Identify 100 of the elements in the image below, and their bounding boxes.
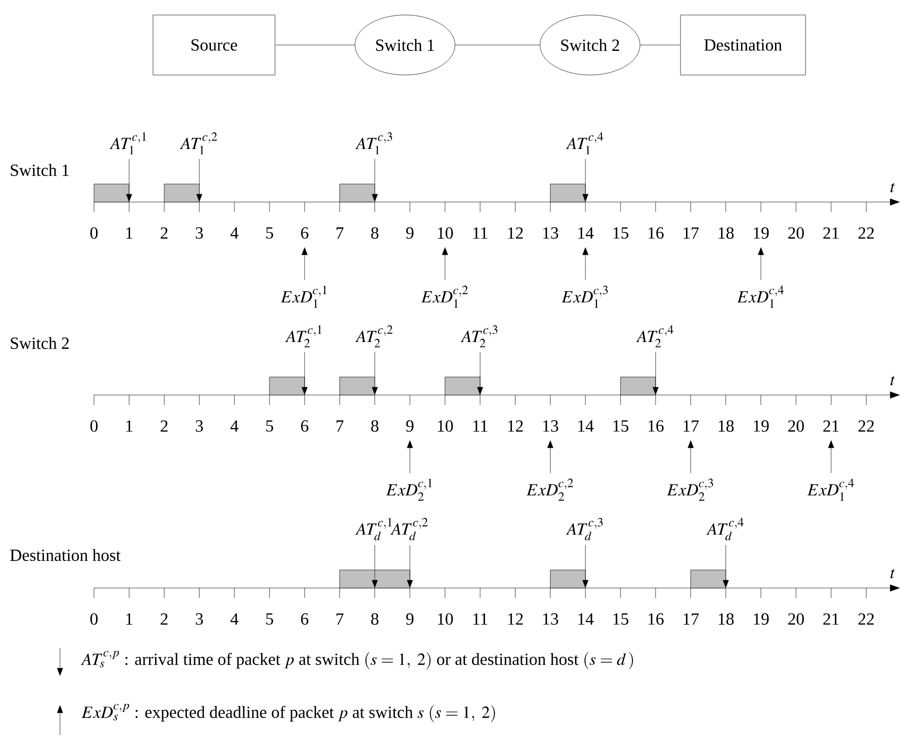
tick-label: 18 <box>718 420 734 432</box>
tick-label: 3 <box>196 420 203 432</box>
tick-label: 6 <box>301 613 308 625</box>
tick-label: 20 <box>788 227 804 239</box>
connector-line <box>640 44 680 46</box>
tick-label: 21 <box>823 420 839 432</box>
tick-label: 6 <box>301 420 308 432</box>
tick-label: 15 <box>614 227 628 239</box>
deadline-label: $ExD_2^{c,1}$ <box>386 478 432 501</box>
axis-label: $t$ <box>890 568 895 578</box>
tick-label: 9 <box>406 420 414 432</box>
tick-label: 14 <box>578 420 594 432</box>
tick-label: 17 <box>684 227 699 239</box>
tick-label: 15 <box>614 613 628 625</box>
tick-label: 13 <box>543 420 558 432</box>
tick-label: 1 <box>126 227 132 239</box>
tick-label: 19 <box>754 227 769 239</box>
tick-label: 11 <box>473 613 488 625</box>
tick-label: 20 <box>788 613 804 625</box>
tick-label: 7 <box>336 420 344 432</box>
tick-label: 5 <box>266 420 274 432</box>
tick-label: 12 <box>508 613 523 625</box>
tick-label: 1 <box>126 613 132 625</box>
tick-label: 2 <box>160 420 168 432</box>
deadline-label: $ExD_1^{c,3}$ <box>562 286 608 308</box>
tick-label: 18 <box>718 613 734 625</box>
tick-label: 8 <box>371 613 378 625</box>
tick-label: 3 <box>196 613 203 625</box>
deadline-label: $ExD_2^{c,3}$ <box>667 478 714 501</box>
tick-label: 7 <box>336 227 344 239</box>
deadline-label: $ExD_1^{c,4}$ <box>807 478 854 501</box>
tick-label: 22 <box>858 420 874 432</box>
tick-label: 16 <box>648 420 664 432</box>
tick-label: 0 <box>90 227 98 239</box>
connector-line <box>455 44 540 46</box>
tick-label: 19 <box>754 420 769 432</box>
tick-label: 8 <box>371 227 378 239</box>
tick-label: 21 <box>823 613 839 625</box>
tick-label: 2 <box>160 227 168 239</box>
deadline-label: $ExD_1^{c,4}$ <box>737 286 784 308</box>
axis-label: $t$ <box>890 376 895 386</box>
tick-label: 4 <box>230 613 238 625</box>
tick-label: 8 <box>371 420 378 432</box>
tick-label: 1 <box>126 420 132 432</box>
tick-label: 6 <box>301 227 308 239</box>
row-label: Destination host <box>10 549 121 561</box>
arrival-label: $AT_d^{c,4}$ <box>706 518 744 540</box>
tick-label: 13 <box>543 613 558 625</box>
tick-label: 16 <box>648 227 664 239</box>
tick-label: 13 <box>543 227 558 239</box>
arrival-label: $AT_1^{c,4}$ <box>566 132 604 154</box>
arrival-label: $AT_2^{c,3}$ <box>460 325 498 348</box>
tick-label: 16 <box>648 613 664 625</box>
tick-label: 11 <box>473 420 488 432</box>
arrival-label: $AT_d^{c,3}$ <box>566 518 603 540</box>
tick-label: 20 <box>788 420 804 432</box>
tick-label: 10 <box>438 227 453 239</box>
tick-label: 14 <box>578 227 594 239</box>
legend-text: $ExD_s^{c,p}\text{ : expected deadline of packet }p\text{ at switch }s\ (s = 1,\ 2)$ <box>82 704 495 722</box>
deadline-label: $ExD_1^{c,1}$ <box>280 286 326 308</box>
tick-label: 21 <box>823 227 839 239</box>
tick-label: 9 <box>406 227 414 239</box>
tick-label: 2 <box>160 613 168 625</box>
arrival-label: $AT_d^{c,2}$ <box>390 518 428 540</box>
tick-label: 10 <box>438 420 453 432</box>
tick-label: 18 <box>718 227 734 239</box>
tick-label: 4 <box>230 227 238 239</box>
process-box: Source <box>152 14 276 76</box>
row-label: Switch 1 <box>10 164 69 176</box>
tick-label: 22 <box>858 613 874 625</box>
tick-label: 4 <box>230 420 238 432</box>
arrival-label: $AT_1^{c,2}$ <box>180 132 218 154</box>
deadline-label: $ExD_2^{c,2}$ <box>526 478 574 501</box>
deadline-label: $ExD_1^{c,2}$ <box>421 286 468 308</box>
tick-label: 9 <box>406 613 414 625</box>
tick-label: 10 <box>438 613 453 625</box>
legend-text: $AT_s^{c,p}\text{ : arrival time of packet }p\text{ at switch }(s = 1,\ 2)\text{ or at destination host }(s = d\,)$ <box>80 650 633 670</box>
tick-label: 19 <box>754 613 769 625</box>
tick-label: 22 <box>858 227 874 239</box>
process-box: Destination <box>680 14 806 76</box>
tick-label: 3 <box>196 227 203 239</box>
tick-label: 5 <box>266 613 274 625</box>
tick-label: 0 <box>90 613 98 625</box>
tick-label: 7 <box>336 613 344 625</box>
tick-label: 12 <box>508 227 523 239</box>
arrival-label: $AT_2^{c,1}$ <box>285 325 322 348</box>
tick-label: 11 <box>473 227 488 239</box>
row-label: Switch 2 <box>10 337 69 349</box>
tick-label: 15 <box>614 420 628 432</box>
tick-label: 14 <box>578 613 594 625</box>
tick-label: 17 <box>684 420 699 432</box>
arrival-label: $AT_2^{c,2}$ <box>355 325 393 348</box>
arrival-label: $AT_2^{c,4}$ <box>636 325 674 348</box>
connector-line <box>275 44 355 46</box>
tick-label: 5 <box>266 227 274 239</box>
tick-label: 12 <box>508 420 523 432</box>
arrival-label: $AT_1^{c,1}$ <box>110 132 146 154</box>
arrival-label: $AT_d^{c,1}$ <box>355 518 392 540</box>
axis-label: $t$ <box>890 182 895 192</box>
tick-label: 0 <box>90 420 98 432</box>
